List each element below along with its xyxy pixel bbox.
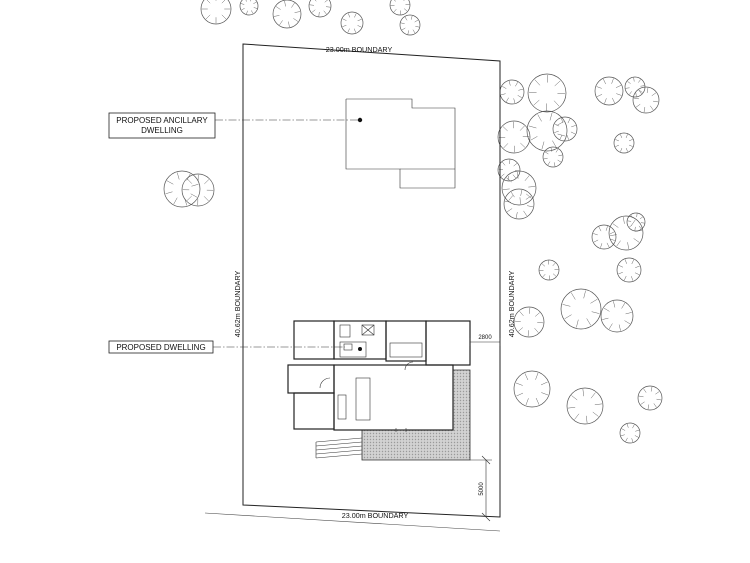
tree-icon — [632, 86, 660, 114]
tree-icon — [399, 14, 421, 36]
tree-icon — [497, 120, 531, 154]
tree-icon — [526, 110, 568, 152]
ancillary-label-line1: PROPOSED ANCILLARY — [116, 116, 208, 125]
tree-icon — [560, 288, 602, 330]
dwelling-label: PROPOSED DWELLING — [116, 343, 205, 352]
deck-area — [361, 369, 471, 461]
ancillary-label-line2: DWELLING — [141, 126, 183, 135]
tree-icon — [591, 224, 617, 250]
ancillary-dwelling — [345, 98, 456, 189]
trees — [163, 0, 663, 444]
tree-icon — [552, 116, 578, 142]
tree-icon — [542, 146, 564, 168]
tree-icon — [616, 257, 642, 283]
street-edge — [204, 512, 501, 532]
tree-icon — [389, 0, 411, 16]
tree-icon — [181, 173, 215, 207]
tree-icon — [600, 299, 634, 333]
boundary-bottom-label: 23.00m BOUNDARY — [342, 511, 409, 520]
dim-2800-label: 2800 — [478, 335, 492, 341]
site-boundary — [242, 43, 501, 518]
tree-icon — [608, 215, 644, 251]
tree-icon — [501, 170, 537, 206]
boundary-top-label: 23.00m BOUNDARY — [326, 45, 393, 54]
dwelling-callout: PROPOSED DWELLING — [108, 340, 345, 354]
tree-icon — [626, 212, 646, 232]
proposed-dwelling — [287, 320, 471, 461]
ancillary-callout: PROPOSED ANCILLARY DWELLING — [108, 112, 358, 139]
tree-icon — [340, 11, 364, 35]
tree-icon — [619, 422, 641, 444]
tree-icon — [613, 132, 635, 154]
tree-icon — [499, 79, 525, 105]
tree-icon — [637, 385, 663, 411]
entry-steps — [315, 437, 363, 459]
boundary-left-label: 40.62m BOUNDARY — [233, 271, 242, 338]
boundary-right-label: 40.62m BOUNDARY — [507, 271, 516, 338]
tree-icon — [527, 73, 567, 113]
setback-2800-dimension: 2800 — [469, 335, 501, 346]
tree-icon — [513, 306, 545, 338]
tree-icon — [513, 370, 551, 408]
tree-icon — [200, 0, 232, 25]
tree-icon — [538, 259, 560, 281]
tree-icon — [624, 76, 646, 98]
setback-5000-dimension: 5000 — [470, 455, 492, 522]
tree-icon — [308, 0, 332, 18]
tree-icon — [566, 387, 604, 425]
tree-icon — [272, 0, 302, 29]
tree-icon — [239, 0, 259, 16]
tree-icon — [503, 188, 535, 220]
dim-5000-label: 5000 — [479, 482, 485, 496]
tree-icon — [497, 158, 521, 182]
tree-icon — [594, 76, 624, 106]
